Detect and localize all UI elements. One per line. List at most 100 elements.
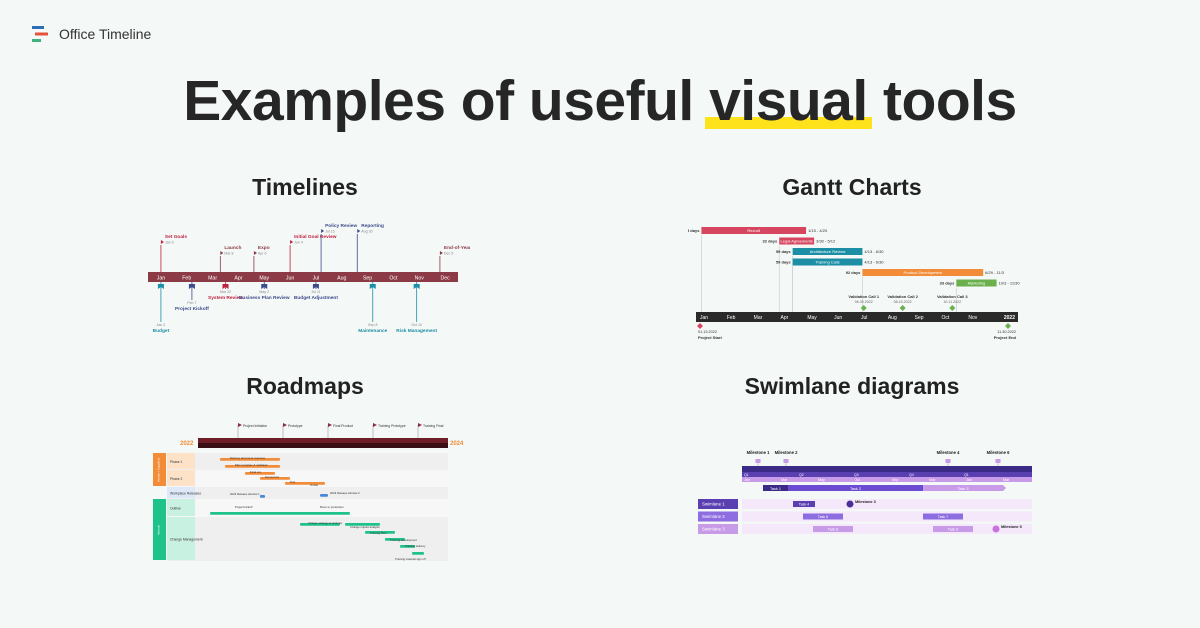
phase-label: Task 1	[770, 487, 781, 491]
phase-arrow	[788, 485, 926, 491]
milestone-label: Training Prototype	[378, 424, 406, 428]
marker-icon	[312, 284, 319, 289]
milestone-date: Jul 11	[311, 290, 320, 294]
quarter-label: Q3	[854, 473, 859, 477]
month-label: Feb	[182, 276, 191, 282]
project-end-label: Project End	[994, 335, 1017, 340]
milestone-label: Project Kickoff	[175, 306, 209, 312]
milestone-date: Jul 15	[325, 230, 335, 234]
task-duration: 92 days	[846, 270, 861, 275]
month-label: Mar	[781, 478, 788, 482]
marker-icon	[188, 284, 195, 289]
task-duration: 32 days	[763, 239, 778, 244]
swimlane-row	[742, 524, 1032, 534]
gantt-bar	[792, 248, 863, 255]
milestone-label: Validation Call 3	[937, 294, 968, 299]
task-label: 2023 Release window 1	[230, 492, 260, 496]
task-bar	[813, 526, 853, 532]
month-label: May	[818, 478, 825, 482]
group-header	[153, 499, 166, 560]
month-label: Apr	[781, 315, 789, 321]
task-bar	[225, 465, 280, 468]
project-start-icon	[697, 323, 703, 329]
milestone-label: Milestone 4	[937, 450, 960, 455]
task-name: Marketing	[968, 281, 986, 286]
milestone-label: End-of-Year Review	[444, 245, 470, 251]
task-name: Product Development	[904, 270, 943, 275]
milestone-marker-icon	[995, 459, 1001, 463]
task-label: Change strategy & analysis	[308, 521, 343, 525]
task-bar	[260, 495, 265, 498]
month-label: Jul	[861, 315, 867, 321]
roadmap-row-bg	[167, 453, 448, 470]
task-label: Training material sign off	[395, 557, 426, 561]
milestone-dot-icon	[846, 500, 854, 508]
milestone-diamond-icon	[899, 305, 906, 311]
month-label: Jan	[157, 276, 165, 282]
month-label: May	[807, 315, 817, 321]
lane-header	[167, 453, 195, 469]
group-label: Internal	[157, 525, 161, 535]
month-label: Jul	[855, 478, 860, 482]
project-start-date: 01.13.2022	[698, 330, 717, 334]
task-name: Architecture Review	[810, 249, 846, 254]
quarter-label: Q4	[909, 473, 914, 477]
roadmap-row-bg	[167, 470, 448, 487]
milestone-label: Policy Review	[325, 223, 357, 229]
milestone-label: Risk Management	[396, 328, 437, 334]
milestone-label: Validation Call 2	[887, 294, 918, 299]
flag-icon	[373, 423, 377, 427]
month-label: Feb	[727, 315, 736, 321]
milestone-date: Jan 2	[157, 323, 166, 327]
quarter-label: Q1	[964, 473, 969, 477]
year-bar	[742, 466, 1032, 472]
swimlane-header	[698, 499, 738, 509]
month-label: Mar	[754, 315, 763, 321]
flag-icon	[357, 229, 361, 233]
milestone-date: May 2	[259, 290, 269, 294]
month-label: Dec	[440, 276, 450, 282]
task-bar	[803, 513, 843, 520]
task-label: Change impact analysis	[350, 525, 380, 529]
task-bar	[400, 545, 415, 548]
task-label: Task 8	[828, 528, 838, 532]
task-bar	[793, 501, 815, 507]
project-end-icon	[1005, 323, 1011, 329]
marker-icon	[222, 284, 229, 289]
task-range: 1/15 - 4/20	[808, 228, 828, 233]
task-name: Training Calls	[815, 260, 839, 265]
milestone-label: Project Initiation	[243, 424, 267, 428]
milestone-label: Milestone 6	[987, 450, 1010, 455]
quarter-bar	[742, 472, 1032, 477]
task-label: 2023 Release window 2	[330, 491, 360, 495]
flag-icon	[328, 423, 332, 427]
task-label: Onsite	[310, 483, 319, 487]
marker-icon	[413, 284, 420, 289]
milestone-label: Launch	[224, 245, 241, 251]
milestone-date: Sep 8	[368, 323, 377, 327]
month-label: Aug	[888, 315, 897, 321]
month-label: Jan	[700, 315, 708, 321]
task-bar	[210, 512, 350, 515]
task-label: Task 6	[818, 515, 828, 519]
milestone-label: Validation Call 1	[848, 294, 879, 299]
task-duration: 59 days	[776, 249, 791, 254]
flag-icon	[321, 229, 325, 233]
milestone-label: System Review	[208, 295, 243, 301]
task-label: Task 9	[948, 528, 958, 532]
milestone-label: Budget	[153, 328, 170, 334]
gantt-bar	[956, 279, 997, 287]
phase-arrow	[763, 485, 791, 491]
task-range: 4/13 - 6/30	[864, 249, 884, 254]
task-name: Legal Agreements	[781, 239, 813, 244]
milestone-marker-icon	[945, 459, 951, 463]
brand-name: Office Timeline	[59, 26, 152, 42]
lane-label: Phase 2	[170, 477, 183, 481]
milestone-label: Final Product	[333, 424, 353, 428]
milestone-dot-icon	[992, 525, 1000, 533]
month-label: Jan	[966, 478, 972, 482]
swimlane-row	[742, 511, 1032, 522]
